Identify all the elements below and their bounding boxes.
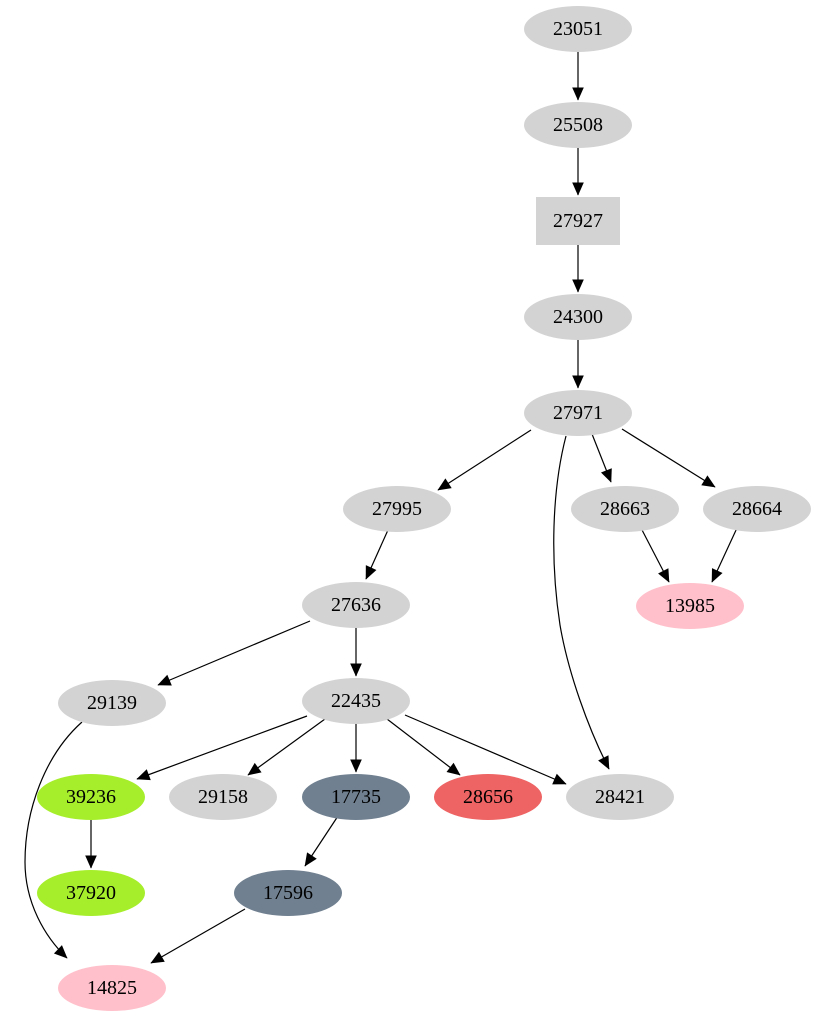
edge-29139-14825 <box>24 721 83 959</box>
edge-27971-28421 <box>553 435 610 770</box>
graph-node: 17735 <box>302 774 410 820</box>
graph-node: 39236 <box>37 774 145 820</box>
edge-22435-39236 <box>136 715 308 781</box>
graph-node: 22435 <box>302 678 410 724</box>
edge-22435-28656 <box>386 718 461 776</box>
graph-node: 37920 <box>37 870 145 916</box>
graph-node: 27927 <box>536 197 620 245</box>
edge-27995-27636 <box>365 529 389 580</box>
graph-node: 27636 <box>302 582 410 628</box>
edge-27971-27995 <box>437 429 532 491</box>
edge-27971-28663 <box>591 433 612 483</box>
graph-node: 29158 <box>169 774 277 820</box>
graph-node: 23051 <box>524 6 632 52</box>
edge-27971-28664 <box>621 428 716 488</box>
edge-22435-28421 <box>404 714 567 785</box>
graph-node: 27995 <box>343 486 451 532</box>
graph-node: 28421 <box>566 774 674 820</box>
edge-27636-29139 <box>157 620 311 686</box>
edge-17735-17596 <box>304 815 339 867</box>
graph-node: 28656 <box>434 774 542 820</box>
graph-node: 14825 <box>58 965 166 1011</box>
graph-node: 24300 <box>524 294 632 340</box>
edge-28663-13985 <box>640 527 670 583</box>
graph-node: 17596 <box>234 870 342 916</box>
graph-node: 29139 <box>58 680 166 726</box>
edge-28664-13985 <box>711 527 738 583</box>
edge-22435-29158 <box>247 718 326 776</box>
graph-node: 28664 <box>703 486 811 532</box>
graph-node: 25508 <box>524 102 632 148</box>
graph-node: 13985 <box>636 583 744 629</box>
edge-17596-14825 <box>150 908 246 964</box>
graph-node: 28663 <box>571 486 679 532</box>
graph-node: 27971 <box>524 390 632 436</box>
